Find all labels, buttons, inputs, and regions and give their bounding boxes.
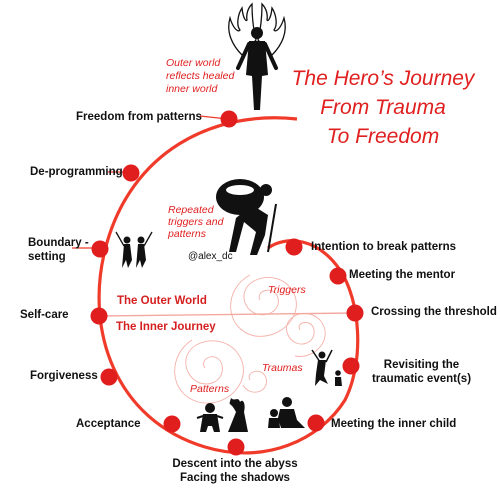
stage-revisit-line1: Revisiting the — [383, 359, 460, 371]
title-line2: From Trauma — [320, 96, 446, 119]
mid-note-line2: triggers and — [168, 216, 224, 228]
stage-descent-line1: Descent into the abyss — [172, 458, 298, 470]
dot-acceptance — [163, 415, 181, 433]
dot-forgiveness — [100, 368, 118, 386]
dot-deprogramming — [122, 164, 140, 182]
stage-acceptance: Acceptance — [76, 418, 141, 430]
traumas-label: Traumas — [262, 362, 303, 374]
top-note-line2: reflects healed — [166, 70, 235, 82]
stage-selfcare: Self-care — [20, 309, 69, 321]
stage-threshold: Crossing the threshold — [371, 306, 497, 318]
stage-mentor: Meeting the mentor — [349, 269, 456, 281]
outer-world-label: The Outer World — [117, 295, 207, 307]
stage-boundary-line1: Boundary - — [28, 237, 89, 249]
dot-revisit — [342, 357, 360, 375]
title-line3: To Freedom — [326, 125, 440, 148]
title-line1: The Hero’s Journey — [291, 67, 475, 90]
angel-hero-icon — [228, 2, 286, 110]
backpacker-hiker-icon — [216, 179, 277, 255]
mid-note-line3: patterns — [168, 228, 206, 240]
author-handle: @alex_dc — [188, 251, 233, 262]
stage-dots — [90, 110, 364, 456]
stage-deprogramming: De-programming — [30, 166, 123, 178]
falling-figure-icon — [311, 349, 342, 386]
adult-child-icon — [268, 397, 305, 428]
dancing-figures-icon — [115, 231, 153, 268]
mid-note-line1: Repeated — [168, 204, 214, 216]
spiral-triggers — [230, 274, 297, 337]
top-note-line1: Outer world — [166, 57, 221, 69]
top-note-line3: inner world — [166, 83, 218, 95]
dot-innerchild — [307, 414, 325, 432]
stage-descent-line2: Facing the shadows — [180, 472, 290, 484]
decor-spirals — [174, 274, 326, 404]
stage-boundary-line2: setting — [28, 251, 66, 263]
spiral-small — [286, 312, 326, 357]
stage-revisit-line2: traumatic event(s) — [371, 373, 472, 385]
shadow-monsters-icon — [196, 398, 248, 432]
triggers-label: Triggers — [268, 284, 306, 296]
dot-freedom — [220, 110, 238, 128]
spiral-tiny — [242, 370, 267, 393]
dot-threshold — [346, 304, 364, 322]
dot-descent — [227, 438, 245, 456]
stage-intention: Intention to break patterns — [311, 241, 457, 253]
dot-mentor — [329, 267, 347, 285]
inner-journey-label: The Inner Journey — [116, 321, 216, 333]
stage-forgiveness: Forgiveness — [30, 370, 98, 382]
stage-freedom: Freedom from patterns — [76, 111, 202, 123]
stage-innerchild: Meeting the inner child — [331, 418, 457, 430]
dot-boundary — [91, 240, 109, 258]
world-divider — [97, 312, 357, 317]
dot-selfcare — [90, 307, 108, 325]
patterns-label: Patterns — [190, 383, 230, 395]
spiral-patterns — [174, 339, 244, 404]
dot-intention — [285, 238, 303, 256]
